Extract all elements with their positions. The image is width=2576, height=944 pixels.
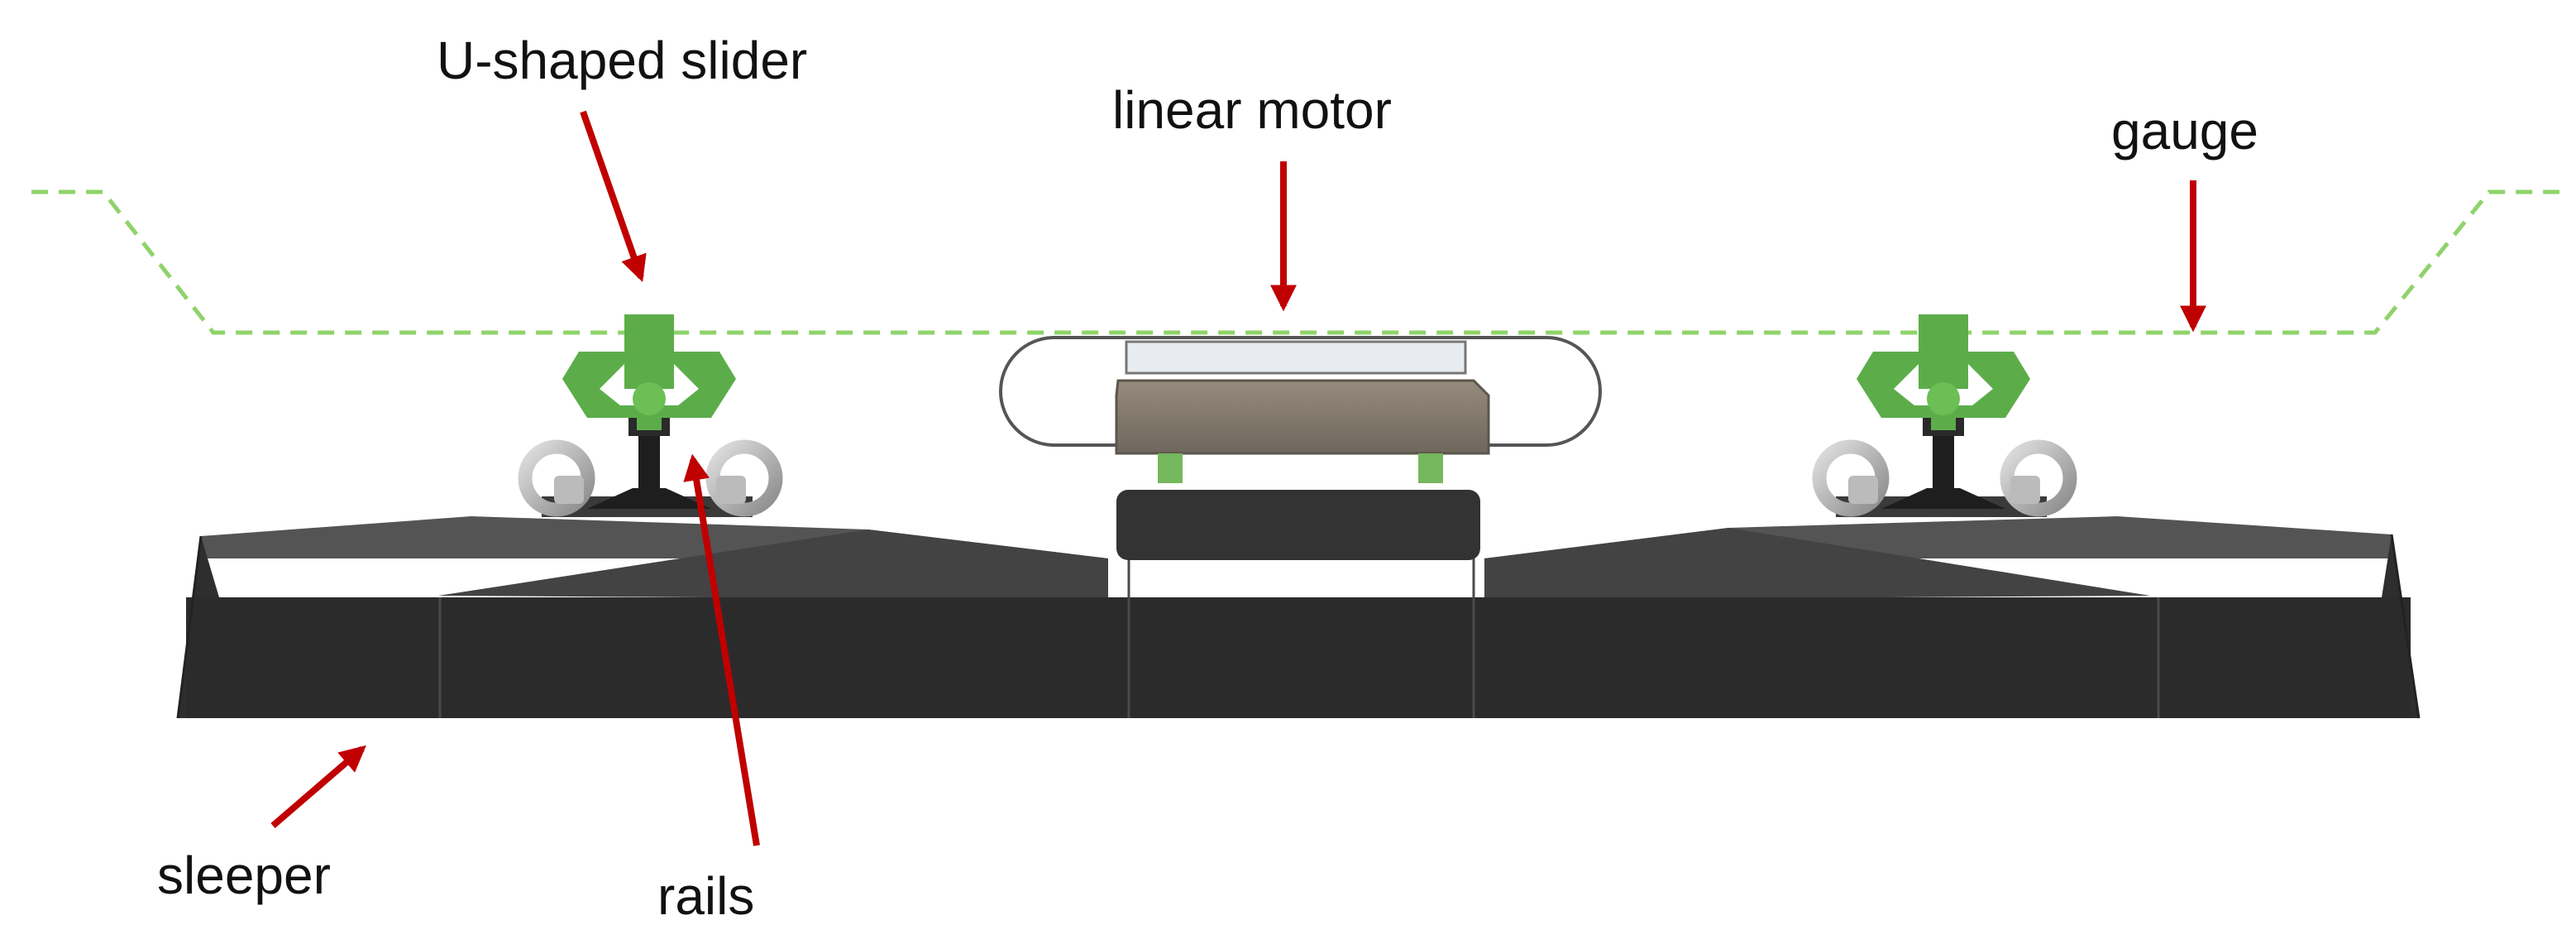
slider-stem (624, 314, 674, 389)
label-sleeper: sleeper (157, 846, 331, 905)
gauge-outline (31, 189, 2559, 335)
label-u-shaped-slider: U-shaped slider (437, 31, 807, 90)
sleeper-upper-bevel-right (1484, 528, 2150, 600)
sleeper-upper-bevel (438, 530, 1108, 600)
slider-stem (1919, 314, 1968, 389)
linear-motor (999, 336, 1602, 483)
label-rails: rails (657, 866, 754, 926)
slider-pad (633, 382, 666, 415)
rail-fastener-clip (518, 439, 595, 517)
label-gauge: gauge (2111, 101, 2258, 161)
sleeper-edge (176, 535, 203, 719)
rail-fastener-clip (2000, 439, 2077, 517)
fastener-bolt (2010, 476, 2040, 504)
sleeper (176, 516, 2421, 719)
rail-fastener-clip (705, 439, 783, 517)
motor-body (1115, 379, 1490, 455)
motor-top-plate (1125, 340, 1467, 375)
motor-mount-left (1158, 453, 1183, 483)
sleeper-front-face (186, 597, 2411, 718)
label-linear-motor: linear motor (1112, 80, 1392, 140)
fastener-bolt (554, 476, 584, 504)
rail-assembly-left (518, 418, 783, 517)
slider-body (562, 352, 736, 430)
arrow-icon (270, 745, 366, 829)
arrow-icon (683, 453, 760, 846)
slider-pad (1927, 382, 1960, 415)
rail-fastener-clip (1812, 439, 1890, 517)
sleeper-edge (2390, 534, 2421, 719)
u-shaped-slider-right (1857, 314, 2030, 430)
motor-mount-right (1418, 453, 1443, 483)
fastener-bolt (1848, 476, 1878, 504)
fastener-bolt (716, 476, 746, 504)
u-shaped-slider-left (562, 314, 736, 430)
slider-body (1857, 352, 2030, 430)
arrow-icon (580, 110, 647, 283)
rail-assembly-right (1812, 418, 2077, 517)
motor-support-block (1116, 490, 1480, 560)
rail-foot (587, 488, 711, 509)
rail-foot (1881, 488, 2005, 509)
